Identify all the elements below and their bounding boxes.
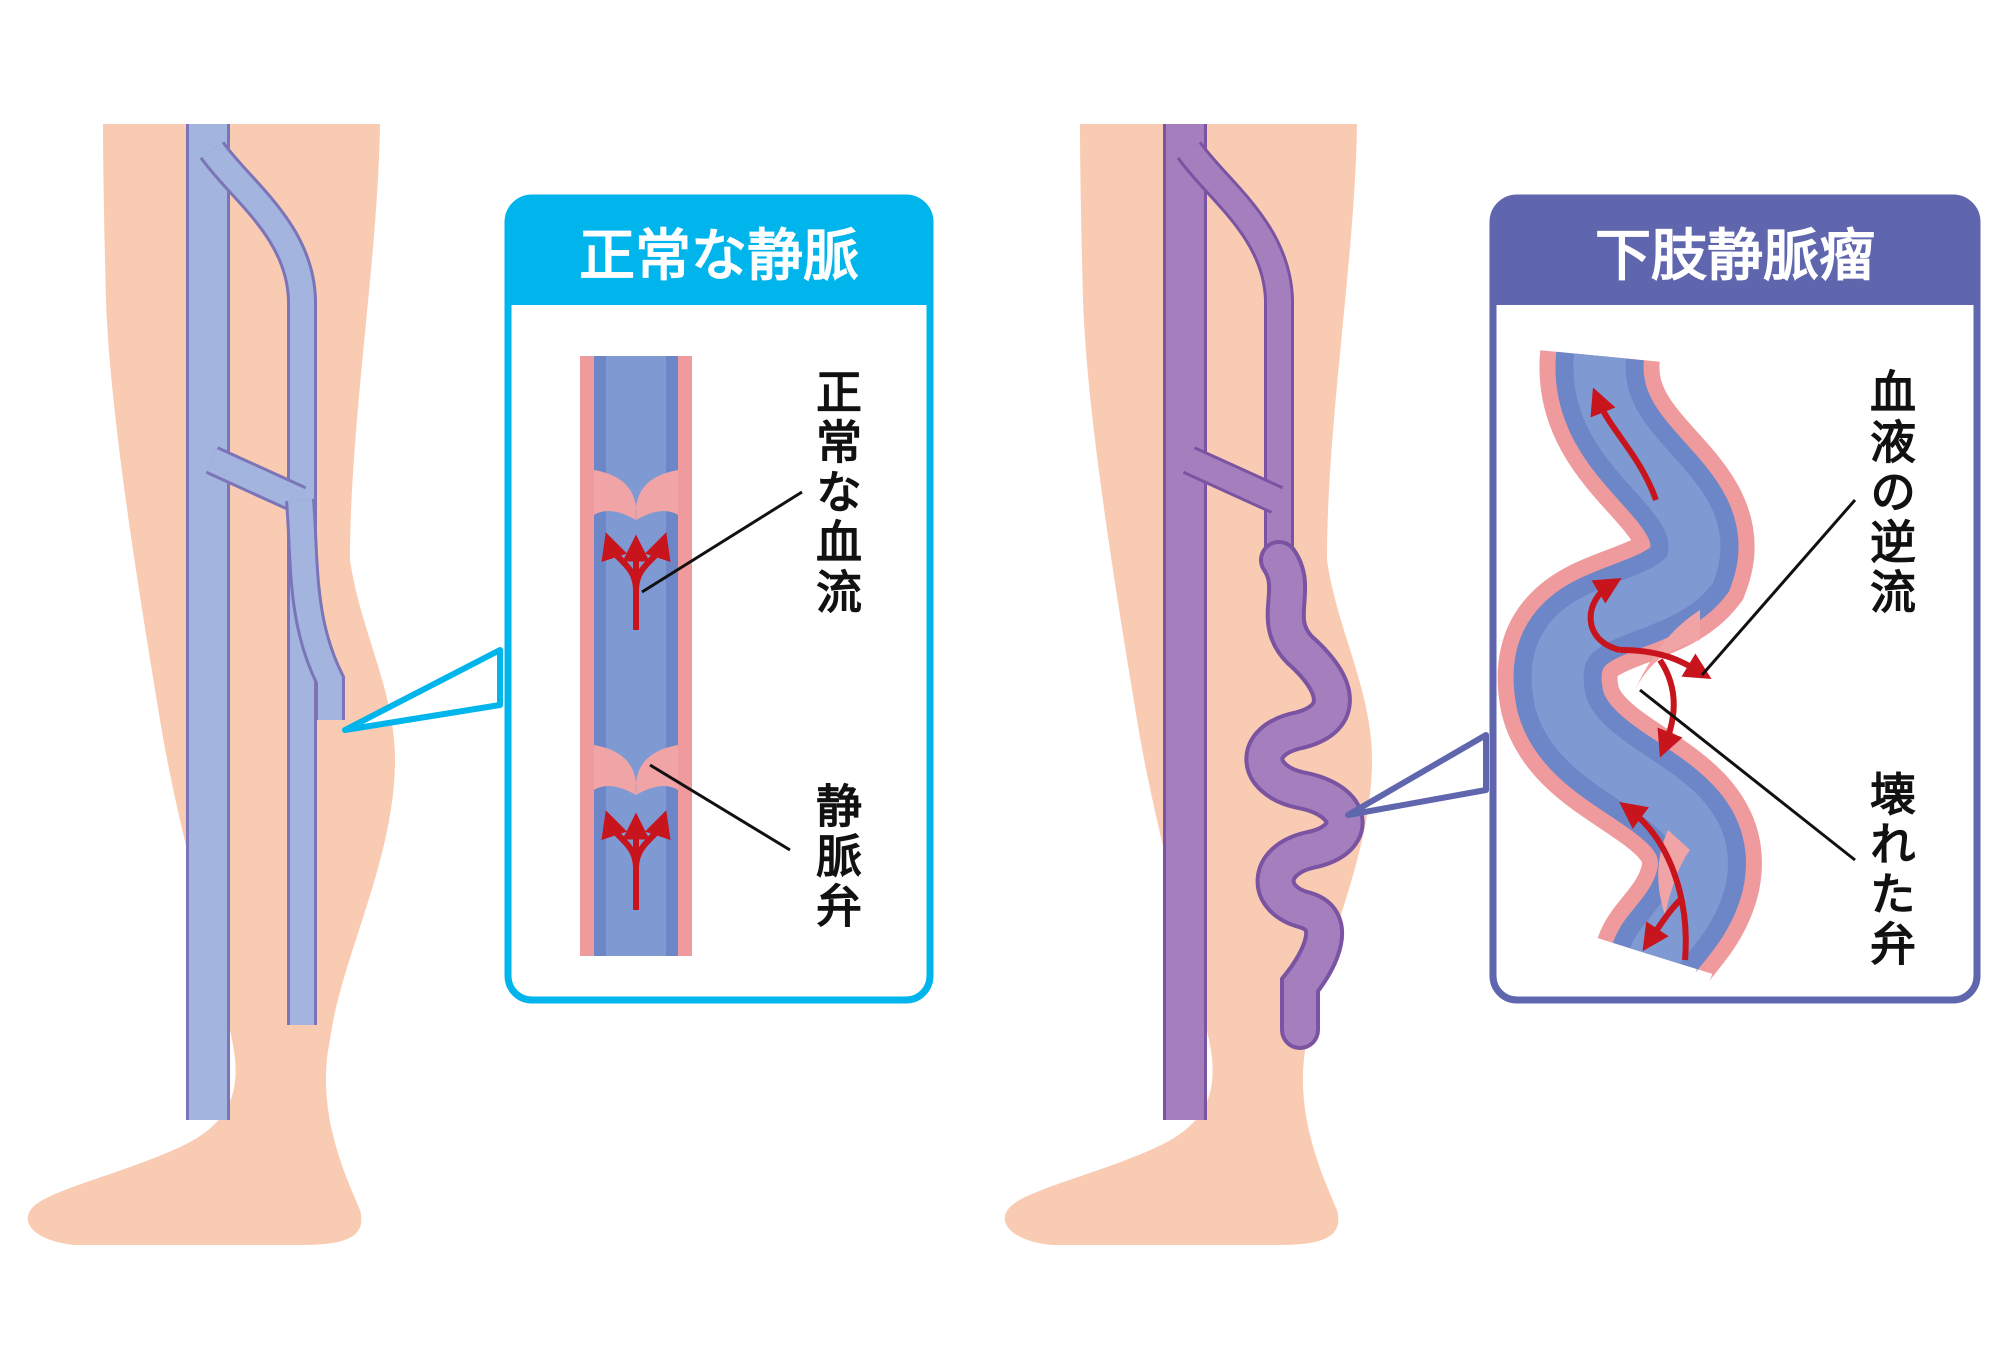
- varicose-reflux-arrows: [1587, 387, 1712, 961]
- normal-valve-label: 静脈弁: [809, 782, 863, 932]
- varicose-reflux-leader: [1700, 499, 1857, 676]
- varicose-panel-header: [1493, 198, 1977, 305]
- normal-callout-pointer: [342, 647, 503, 733]
- normal-flow-leader: [641, 490, 803, 594]
- varicose-callout-pointer: [1345, 732, 1489, 818]
- normal-flow-arrow-upper: [601, 532, 671, 630]
- normal-valve-upper: [594, 470, 678, 520]
- varicose-reflux-label: 血液の逆流: [1863, 368, 1917, 618]
- varicose-panel-title: 下肢静脈瘤: [1595, 224, 1875, 289]
- normal-valve-leader: [649, 763, 791, 852]
- varicose-vein-panel: 下肢静脈瘤 血液の逆流 壊れた弁: [1489, 194, 1981, 1004]
- normal-vein-panel: 正常な静脈 正常な血流 静脈弁: [504, 194, 934, 1004]
- normal-flow-label: 正常な血流: [809, 368, 863, 618]
- normal-valve-lower: [594, 745, 678, 795]
- normal-flow-arrow-lower: [601, 810, 671, 910]
- varicose-broken-valve-leader: [1639, 688, 1856, 862]
- normal-panel-frame: [504, 194, 934, 1004]
- normal-panel-header: [508, 198, 930, 305]
- varicose-broken-valve-1: [1635, 610, 1700, 690]
- normal-leg: [27, 124, 396, 1245]
- normal-panel-title: 正常な静脈: [579, 224, 859, 289]
- varicose-broken-valve-label: 壊れた弁: [1863, 770, 1917, 970]
- varicose-leg: [1004, 124, 1372, 1245]
